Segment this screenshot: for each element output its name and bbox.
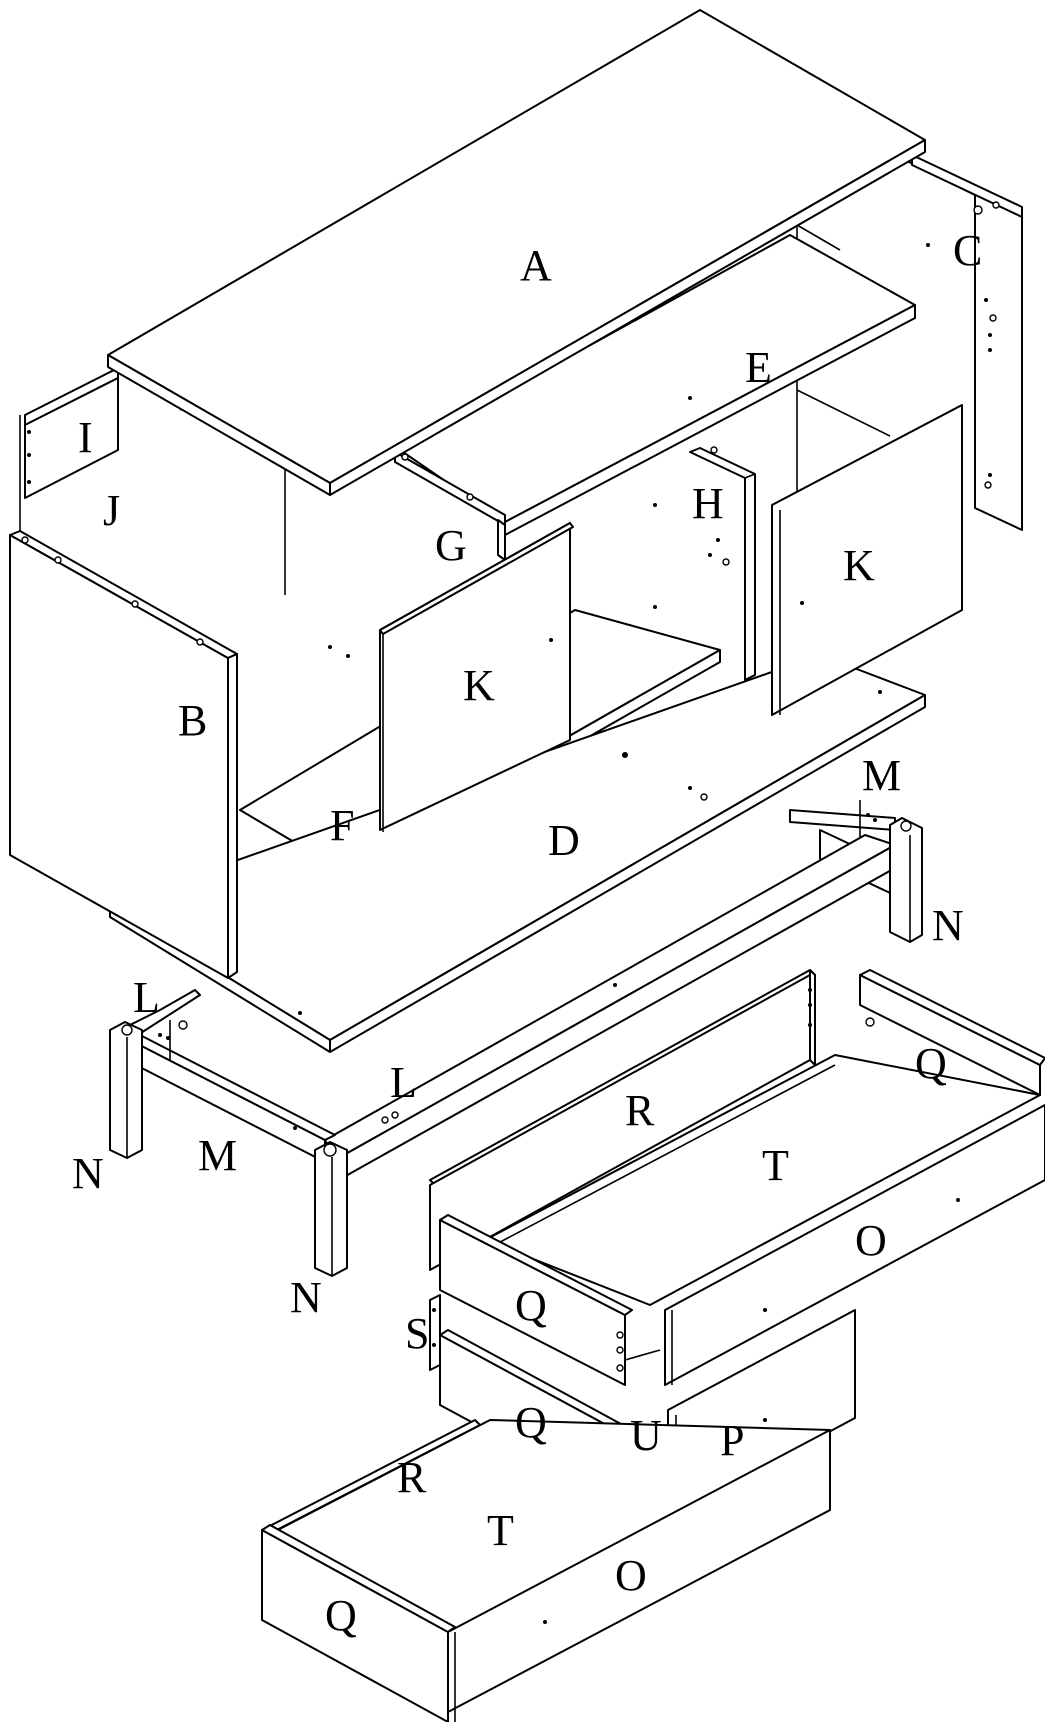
label-n-front-right: N	[290, 1273, 322, 1322]
part-b-left-side	[9, 530, 238, 979]
label-d: D	[548, 816, 580, 865]
label-l-back: L	[390, 1058, 417, 1107]
label-e: E	[745, 343, 772, 392]
part-o-drawer1-side	[664, 1104, 1045, 1386]
part-o-drawer2-side	[447, 1429, 831, 1722]
label-r-drawer1: R	[625, 1086, 655, 1135]
label-q-drawer2: Q	[325, 1591, 357, 1640]
label-o-drawer2: O	[615, 1551, 647, 1600]
label-u: U	[630, 1411, 662, 1460]
label-h: H	[692, 479, 724, 528]
part-h-right-divider	[653, 446, 756, 681]
part-m-frame-short-back	[859, 800, 877, 840]
part-n-leg-front-right	[314, 1141, 348, 1277]
part-a-top-panel	[107, 9, 926, 496]
label-t-drawer1: T	[762, 1141, 789, 1190]
part-k-right-door	[771, 404, 963, 716]
label-k-left-door: K	[463, 661, 495, 710]
part-i-back-rail	[24, 367, 119, 499]
label-f: F	[330, 801, 354, 850]
label-a: A	[520, 241, 552, 290]
label-c: C	[953, 226, 982, 275]
part-n-leg-front-left	[109, 1021, 143, 1159]
label-b: B	[178, 696, 207, 745]
label-o-drawer1: O	[855, 1216, 887, 1265]
part-k-left-door	[379, 522, 574, 832]
label-g: G	[435, 521, 467, 570]
label-r-drawer2: R	[397, 1453, 427, 1502]
label-q-drawer1-left: Q	[515, 1281, 547, 1330]
part-r-drawer1-runner	[429, 969, 816, 1271]
part-t-drawer1-base	[484, 1054, 1041, 1306]
label-j: J	[103, 486, 120, 535]
label-t-drawer2: T	[487, 1506, 514, 1555]
label-n-back-right: N	[932, 901, 964, 950]
part-n-leg-back-right	[889, 817, 923, 943]
label-q-drawer1-right: Q	[915, 1039, 947, 1088]
label-l-front: L	[133, 973, 160, 1022]
part-q-drawer1-back-left	[439, 1214, 633, 1386]
part-q-drawer2-back	[261, 1524, 456, 1722]
label-p: P	[720, 1416, 744, 1465]
part-s-drawer-divider	[429, 1294, 441, 1371]
part-c-right-side	[904, 154, 1023, 531]
label-m-front: M	[198, 1131, 237, 1180]
label-q-drawer1-end: Q	[515, 1398, 547, 1447]
label-n-front-left: N	[72, 1149, 104, 1198]
label-k-right-door: K	[843, 541, 875, 590]
label-i: I	[78, 413, 93, 462]
label-s: S	[405, 1309, 429, 1358]
label-m-back: M	[862, 751, 901, 800]
